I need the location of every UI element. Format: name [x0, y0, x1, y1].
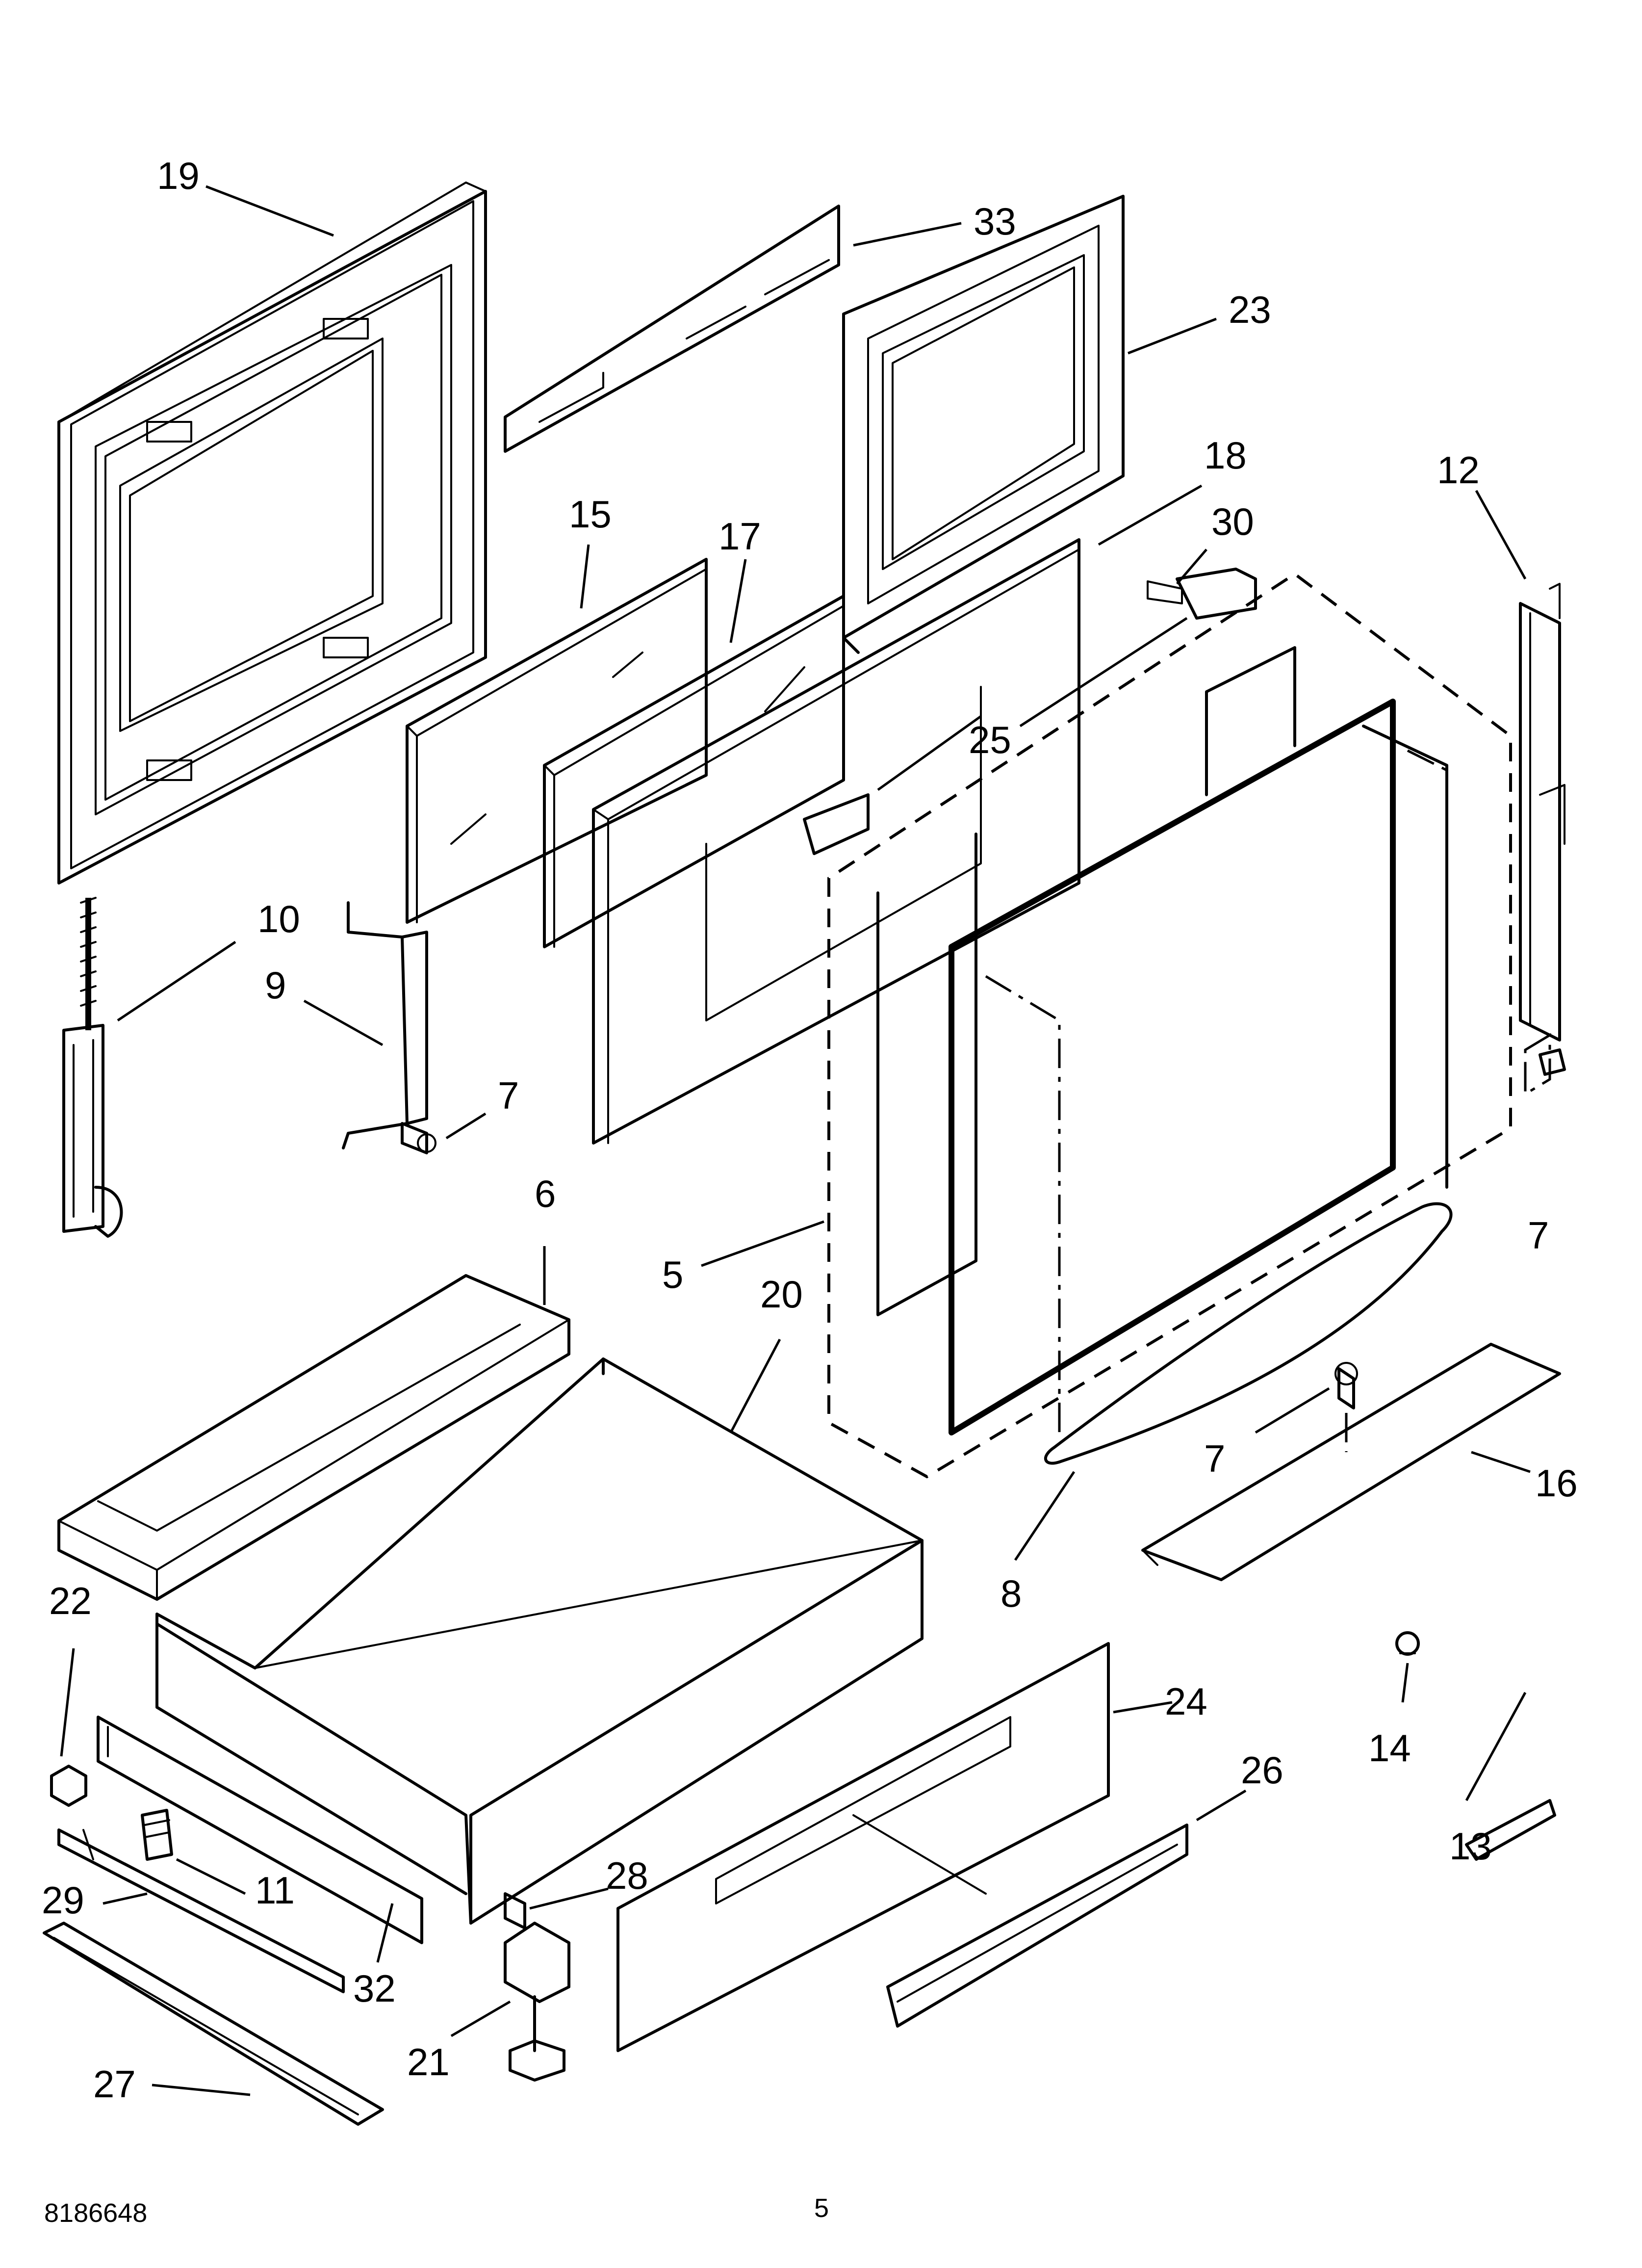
part-25-bracket [803, 793, 870, 855]
part-18-insulation [592, 538, 1080, 1145]
callout-7a: 7 [498, 1074, 519, 1117]
callout-18: 18 [1204, 434, 1247, 477]
callout-25: 25 [969, 718, 1011, 761]
callout-23: 23 [1229, 288, 1271, 331]
part-30-bracket [1147, 568, 1257, 620]
callout-5: 5 [662, 1253, 683, 1296]
part-15-glass-pane [406, 558, 708, 924]
callout-20: 20 [760, 1273, 803, 1316]
part-14-plug [1395, 1631, 1420, 1656]
document-number: 8186648 [44, 2198, 148, 2228]
callout-7b: 7 [1528, 1214, 1549, 1257]
part-8-door-handle [985, 749, 1453, 1465]
callout-26: 26 [1241, 1748, 1283, 1792]
callout-14: 14 [1368, 1726, 1411, 1770]
part-7-screw-b [1334, 1362, 1358, 1452]
callout-15: 15 [569, 493, 612, 536]
page-number: 5 [814, 2193, 829, 2223]
callout-16: 16 [1535, 1461, 1578, 1505]
callout-17: 17 [718, 515, 761, 558]
callout-24: 24 [1165, 1680, 1207, 1723]
part-11-roller [141, 1809, 173, 1861]
part-29-rail [57, 1828, 345, 1993]
callout-28: 28 [606, 1854, 648, 1897]
part-21-leveling-leg [504, 1922, 570, 2082]
part-27-lower-rail [43, 1922, 384, 2126]
part-10-hinge [62, 897, 123, 1238]
part-13-trim-strip [1465, 1799, 1556, 1861]
callout-32: 32 [353, 1967, 396, 2010]
part-door-inner-sheets [876, 646, 1448, 1435]
callout-27: 27 [93, 2062, 136, 2106]
callout-21: 21 [407, 2040, 450, 2084]
part-6-top-pan [57, 1274, 570, 1601]
callout-labels: 19 33 23 18 15 17 30 12 25 10 9 7 6 5 20… [42, 154, 1578, 2106]
part-5-door-assembly-outline [827, 572, 1512, 1479]
part-33-top-strip [504, 205, 840, 453]
callout-10: 10 [257, 897, 300, 940]
part-32-rail [97, 1716, 423, 1944]
callout-9: 9 [265, 964, 286, 1007]
part-20-drawer-body [155, 1357, 924, 1925]
part-12-side-trim [1519, 583, 1566, 1096]
callout-22: 22 [49, 1579, 92, 1622]
leader-lines [60, 185, 1531, 2096]
part-7-screw-a [401, 1122, 436, 1154]
part-9-bracket [342, 901, 428, 1149]
callout-33: 33 [974, 200, 1016, 243]
callout-12: 12 [1437, 448, 1480, 492]
callout-6: 6 [535, 1172, 556, 1215]
callout-11: 11 [255, 1869, 295, 1912]
callout-19: 19 [157, 154, 200, 197]
part-23-door-liner-frame [842, 195, 1125, 654]
callout-13: 13 [1449, 1825, 1492, 1868]
callout-7c: 7 [1204, 1437, 1225, 1480]
part-19-outer-door-panel [57, 182, 487, 885]
part-16-lower-trim [1141, 1343, 1561, 1581]
part-22-bumper [50, 1765, 87, 1807]
part-26-drawer-handle [886, 1824, 1188, 2028]
part-17-glass-pane [543, 595, 845, 948]
part-24-drawer-front [616, 1642, 1110, 2052]
callout-29: 29 [42, 1878, 84, 1922]
callout-30: 30 [1211, 500, 1254, 543]
callout-8: 8 [1001, 1572, 1022, 1615]
